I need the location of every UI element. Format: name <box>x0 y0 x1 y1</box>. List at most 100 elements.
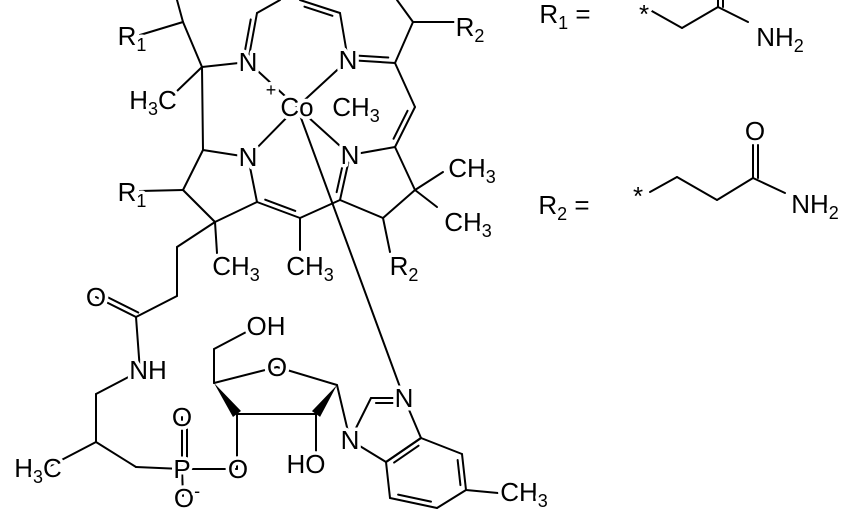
bond <box>182 21 203 68</box>
methyl-label: H3C <box>14 453 62 487</box>
methyl-label: CH3 <box>444 207 492 241</box>
phosphorus-label: P <box>173 454 190 484</box>
bond <box>382 217 391 253</box>
oxide-anion-label: O- <box>174 481 200 513</box>
bond <box>213 329 251 350</box>
double-bond <box>461 453 467 491</box>
wedge-bond <box>311 385 337 417</box>
double-bond <box>243 18 252 55</box>
bond <box>394 146 416 191</box>
positive-charge-label: + <box>266 80 277 100</box>
double-bond <box>385 437 422 463</box>
bond <box>176 221 216 248</box>
nitrogen-label: N <box>395 383 414 413</box>
bond <box>681 6 719 29</box>
methyl-label: CH3 <box>500 477 548 511</box>
methyl-label: CH3 <box>332 92 380 126</box>
oxygen-label: O <box>172 402 192 432</box>
double-bond <box>335 159 345 194</box>
bond <box>256 0 281 14</box>
bond <box>339 12 349 61</box>
coordination-bond <box>296 106 351 156</box>
oxygen-label: O <box>86 282 106 312</box>
double-bond <box>456 458 462 487</box>
r1-definition-label: R1 = <box>539 0 590 33</box>
bond <box>135 466 183 470</box>
nitrogen-label: N <box>341 425 360 455</box>
bond <box>176 0 184 23</box>
double-bond <box>256 201 301 219</box>
bond <box>717 6 749 23</box>
bond <box>716 177 754 201</box>
coordination-bond <box>247 61 298 108</box>
r2-label: R2 <box>390 251 419 285</box>
ring-oxygen-label: O <box>267 352 287 382</box>
bond <box>202 149 249 158</box>
bond <box>676 176 718 201</box>
nitrogen-label: N <box>239 47 258 77</box>
bond <box>276 366 338 386</box>
bond <box>139 21 184 36</box>
bond <box>201 66 204 151</box>
bond <box>201 61 249 68</box>
bond <box>396 0 414 23</box>
bond <box>414 189 438 208</box>
bond <box>182 189 216 223</box>
coordination-bond <box>247 106 298 158</box>
double-bond <box>299 0 341 14</box>
bond <box>182 149 204 191</box>
methyl-label: CH3 <box>286 251 334 285</box>
coordination-bond <box>296 106 405 399</box>
bond <box>382 189 416 219</box>
methyl-label: CH3 <box>448 153 496 187</box>
bond <box>349 439 387 463</box>
bond <box>394 21 414 64</box>
bond <box>213 366 278 384</box>
double-bond <box>393 444 420 464</box>
nitrogen-label: N <box>239 142 258 172</box>
double-bond <box>97 291 140 314</box>
bond <box>436 489 467 509</box>
attachment-point-label: * <box>633 181 643 211</box>
bond <box>349 397 372 441</box>
bond <box>403 397 422 439</box>
bond <box>214 221 218 254</box>
hydroxyl-label: OH <box>247 311 286 341</box>
amide-nh-label: NH <box>129 355 167 385</box>
r1-label: R1 <box>118 21 147 55</box>
bond <box>649 176 678 193</box>
double-bond <box>347 59 396 64</box>
double-bond <box>303 5 334 17</box>
double-bond <box>397 493 432 503</box>
bond <box>339 199 384 219</box>
bond <box>135 295 178 318</box>
double-bond <box>339 154 351 201</box>
r1-label: R1 <box>118 177 147 211</box>
double-bond <box>95 296 137 318</box>
bond <box>181 468 184 497</box>
bond <box>95 370 141 395</box>
wedge-bond <box>214 383 242 417</box>
amide-nh2-label: NH2 <box>791 189 839 223</box>
oxygen-label: O <box>228 454 248 484</box>
double-bond <box>394 106 416 148</box>
bond <box>175 66 203 93</box>
bond <box>420 437 463 455</box>
bond <box>349 146 396 156</box>
r2-label: R2 <box>456 12 485 46</box>
bond <box>394 62 416 108</box>
attachment-point-label: * <box>639 0 649 29</box>
bond <box>649 9 683 29</box>
amide-nh2-label: NH2 <box>756 22 804 56</box>
double-bond <box>247 12 258 63</box>
bond <box>414 171 444 191</box>
coordination-bond <box>296 59 349 108</box>
r2-definition-label: R2 = <box>538 190 589 224</box>
cobalt-label: Co <box>280 92 313 122</box>
bond <box>214 201 258 223</box>
double-bond <box>354 54 390 59</box>
bond <box>336 384 351 441</box>
bond <box>247 156 258 203</box>
